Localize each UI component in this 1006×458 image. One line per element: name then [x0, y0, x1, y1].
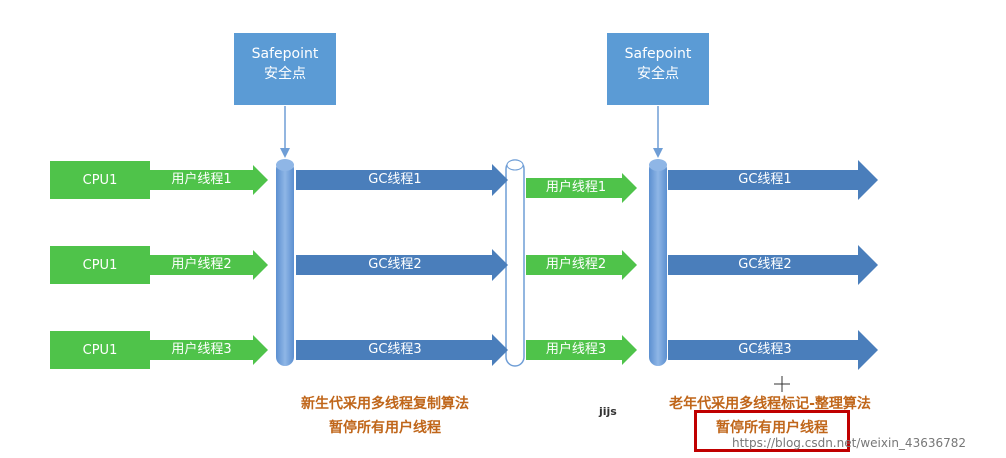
- transition-pipe: [505, 159, 525, 367]
- user-thread-label-mid-1: 用户线程1: [545, 180, 607, 195]
- gc-thread-label-young-1: GC线程1: [368, 172, 422, 187]
- user-thread-arrow-mid-2: [526, 250, 637, 280]
- gc-thread-label-old-3: GC线程3: [738, 342, 792, 357]
- user-thread-label-mid-2: 用户线程2: [545, 257, 607, 272]
- watermark-url: https://blog.csdn.net/weixin_43636782: [732, 436, 967, 450]
- highlight-box: [694, 410, 850, 452]
- safepoint-title: Safepoint: [624, 46, 692, 62]
- user-thread-arrow-left-3: [150, 335, 268, 365]
- caption-old-gen: 老年代采用多线程标记-整理算法: [620, 392, 920, 416]
- safepoint-subtitle: 安全点: [264, 66, 306, 82]
- user-thread-label-left-2: 用户线程2: [171, 257, 232, 272]
- user-thread-label-left-1: 用户线程1: [171, 172, 232, 187]
- user-thread-label-left-3: 用户线程3: [171, 342, 232, 357]
- user-thread-arrow-mid-1: [526, 173, 637, 203]
- gc-thread-label-old-2: GC线程2: [738, 257, 792, 272]
- gc-arrow-old-2: [668, 245, 878, 285]
- safepoint-box-right: Safepoint 安全点: [607, 33, 709, 105]
- gc-arrow-young-1: [296, 164, 508, 196]
- caption-young-line-1: 新生代采用多线程复制算法: [301, 396, 469, 412]
- gc-arrow-old-3: [668, 330, 878, 370]
- caption-old-line-2: 暂停所有用户线程: [716, 420, 828, 436]
- user-thread-arrow-mid-3: [526, 335, 637, 365]
- cpu-box-2: CPU1: [50, 246, 150, 284]
- user-thread-label-mid-3: 用户线程3: [545, 342, 607, 357]
- safepoint-connector-right: [653, 106, 663, 158]
- gc-thread-label-old-1: GC线程1: [738, 172, 792, 187]
- cpu-box-3: CPU1: [50, 331, 150, 369]
- gc-thread-label-young-2: GC线程2: [368, 257, 422, 272]
- gc-arrow-young-2: [296, 249, 508, 281]
- cpu-box-1: CPU1: [50, 161, 150, 199]
- user-thread-arrow-left-1: [150, 165, 268, 195]
- safepoint-subtitle: 安全点: [637, 66, 679, 82]
- safepoint-box-left: Safepoint 安全点: [234, 33, 336, 105]
- safepoint-title: Safepoint: [251, 46, 319, 62]
- gc-arrow-old-1: [668, 160, 878, 200]
- caption-young-gen: 新生代采用多线程复制算法 暂停所有用户线程: [250, 392, 520, 440]
- caption-young-line-2: 暂停所有用户线程: [329, 420, 441, 436]
- center-mark: jijs: [599, 405, 617, 418]
- gc-arrow-young-3: [296, 334, 508, 366]
- user-thread-arrow-left-2: [150, 250, 268, 280]
- safepoint-pipe-left: [276, 159, 294, 366]
- crosshair-cursor-icon: [774, 376, 790, 392]
- gc-thread-label-young-3: GC线程3: [368, 342, 422, 357]
- safepoint-connector-left: [280, 106, 290, 158]
- caption-old-line-1: 老年代采用多线程标记-整理算法: [669, 396, 871, 412]
- safepoint-pipe-right: [649, 159, 667, 366]
